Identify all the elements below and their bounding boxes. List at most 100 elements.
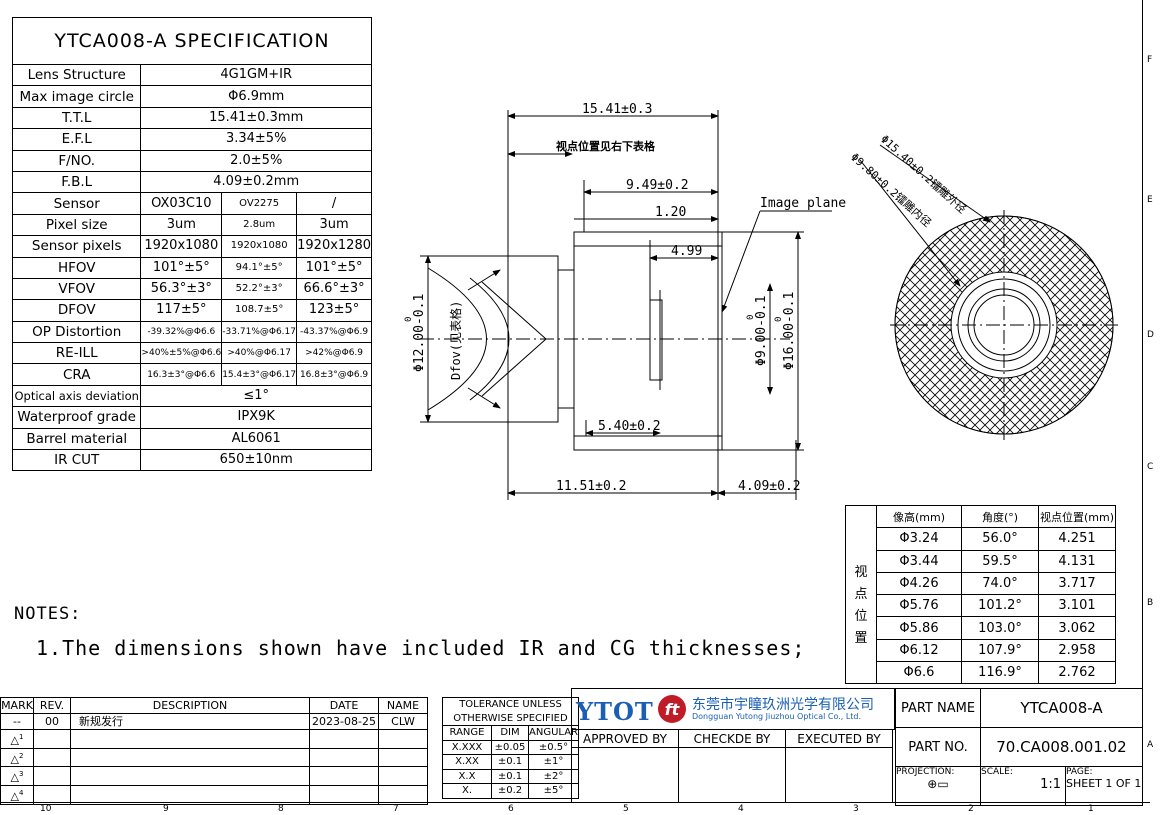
viewpoint-header: 视点位置(mm)	[1038, 504, 1116, 529]
spec-value: >42%@Φ6.9	[296, 342, 372, 365]
part-name-value: YTCA008-A	[980, 688, 1143, 728]
table-row: -- 00 新规发行 2023-08-25 CLW	[0, 713, 428, 730]
dim-16-tol: 0	[774, 317, 784, 322]
view-note-label: 视点位置见右下表格	[556, 139, 656, 153]
dim-499-label: 4.99	[671, 244, 702, 259]
table-row: X.±0.2±5°	[442, 783, 579, 799]
spec-label: OP Distortion	[11, 320, 142, 344]
spec-label: Optical axis deviation	[11, 384, 142, 408]
spec-label: CRA	[11, 363, 142, 386]
spec-value: 1920x1080	[140, 235, 223, 258]
company-block: YTOT ft 东莞市宇瞳玖洲光学有限公司 Dongguan Yutong Ji…	[571, 688, 895, 730]
spec-label: RE-ILL	[11, 342, 142, 365]
spec-value: 1920x1080	[221, 235, 298, 258]
dim-12-label: Φ12.00-0.1	[412, 294, 427, 372]
spec-value: IPX9K	[140, 406, 372, 429]
spec-label: T.T.L	[11, 106, 142, 130]
spec-value: >40%±5%@Φ6.6	[140, 342, 223, 365]
company-logo: YTOT	[576, 697, 654, 726]
lens-housing	[573, 231, 723, 451]
spec-value: 66.6°±3°	[296, 277, 372, 301]
dim-12-tol: 0	[404, 317, 414, 322]
dim-9-label: Φ9.00-0.1	[754, 296, 769, 366]
part-no-label: PART NO.	[895, 727, 981, 767]
table-row: X.XX±0.1±1°	[442, 754, 579, 770]
spec-value: 3um	[296, 213, 372, 237]
spec-label: HFOV	[11, 256, 142, 279]
tolerance-table: TOLERANCE UNLESS OTHERWISE SPECIFIED RAN…	[442, 697, 579, 799]
spec-value: 101°±5°	[140, 256, 223, 279]
spec-value: -33.71%@Φ6.17	[221, 320, 298, 344]
spec-label: F.B.L	[11, 170, 142, 194]
part-info-table: PART NAME YTCA008-A PART NO. 70.CA008.00…	[895, 688, 1143, 806]
spec-value: /	[296, 192, 372, 215]
part-name-label: PART NAME	[895, 688, 981, 728]
viewpoint-header-row: 视 点 位 置 像高(mm) 角度(°) 视点位置(mm)	[845, 504, 1116, 685]
ir-filter	[649, 299, 663, 381]
spec-value: 52.2°±3°	[221, 277, 298, 301]
spec-value: 94.1°±5°	[221, 256, 298, 279]
spec-value: 15.4±3°@Φ6.17	[221, 363, 298, 386]
lens-front-dome-inner	[469, 277, 510, 401]
spec-value: 3um	[140, 213, 223, 237]
spec-label: Lens Structure	[11, 63, 142, 87]
spec-label: DFOV	[11, 299, 142, 322]
table-row: △1	[0, 729, 428, 749]
spec-value: 16.8±3°@Φ6.9	[296, 363, 372, 386]
spec-label: Pixel size	[11, 213, 142, 237]
spec-row: F/NO.2.0±5%	[11, 149, 372, 172]
approval-table: APPROVED BY CHECKDE BY EXECUTED BY	[571, 729, 893, 803]
spec-label: F/NO.	[11, 149, 142, 172]
spec-value: OV2275	[221, 192, 298, 215]
spec-label: Waterproof grade	[11, 406, 142, 429]
spec-label: E.F.L	[11, 128, 142, 151]
viewpoint-header: 角度(°)	[961, 504, 1039, 529]
spec-label: Barrel material	[11, 427, 142, 451]
dim-ttl-label: 15.41±0.3	[582, 102, 652, 117]
dim-540-label: 5.40±0.2	[598, 419, 661, 434]
spec-value: -39.32%@Φ6.6	[140, 320, 223, 344]
spec-value: 4.09±0.2mm	[140, 170, 372, 194]
company-name-en: Dongguan Yutong Jiuzhou Optical Co., Ltd…	[692, 712, 862, 721]
checked-by-label: CHECKDE BY	[678, 729, 786, 748]
revision-header-row: MARK REV. DESCRIPTION DATE NAME	[0, 697, 428, 714]
image-plane-label: Image plane	[760, 196, 846, 211]
spec-value: -43.37%@Φ6.9	[296, 320, 372, 344]
revision-mark-icon: △1	[0, 729, 34, 749]
spec-value: >40%@Φ6.17	[221, 342, 298, 365]
tolerance-header-row: RANGE DIM ANGULAR	[442, 725, 579, 741]
spec-value: 1920x1280	[296, 235, 372, 258]
approved-by-label: APPROVED BY	[571, 729, 679, 748]
spec-label: VFOV	[11, 277, 142, 301]
dim-980-label: Φ9.80±0.2镭雕内径	[848, 150, 934, 230]
page-cell: PAGE: SHEET 1 OF 1	[1065, 766, 1143, 806]
table-row: △2	[0, 747, 428, 768]
dfov-label: Dfov(见表格)	[448, 301, 463, 380]
spec-value: 4G1GM+IR	[140, 63, 372, 87]
company-name-cn: 东莞市宇瞳玖洲光学有限公司	[692, 697, 874, 713]
table-row: △3	[0, 766, 428, 786]
lens-drawing: 15.41±0.3 视点位置见右下表格 9.49±0.2 1.20 Image …	[404, 102, 1118, 500]
spec-row: OP Distortion-39.32%@Φ6.6-33.71%@Φ6.17-4…	[11, 320, 372, 344]
spec-row: RE-ILL>40%±5%@Φ6.6>40%@Φ6.17>42%@Φ6.9	[11, 342, 372, 365]
projection-cell: PROJECTION: ⊕▭	[895, 766, 981, 806]
spec-value: 123±5°	[296, 299, 372, 322]
dim-9-tol: 0	[746, 315, 756, 320]
company-mark-icon: ft	[658, 695, 686, 723]
